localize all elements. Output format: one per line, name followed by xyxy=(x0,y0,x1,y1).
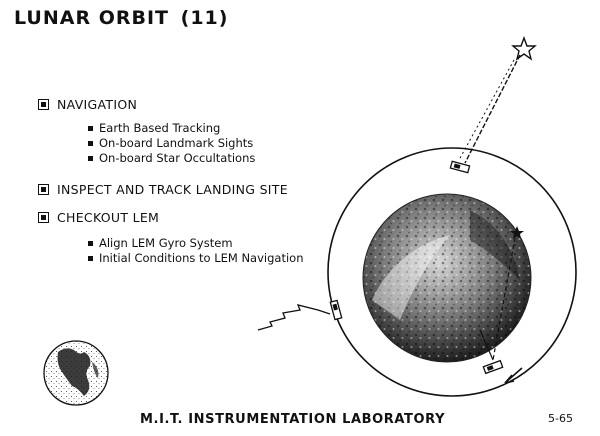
list-item: On-board Star Occultations xyxy=(88,151,255,165)
title-number: (11) xyxy=(180,7,229,29)
sight-line xyxy=(479,329,494,361)
moon xyxy=(362,193,532,363)
orbit-ring xyxy=(327,147,577,397)
section-label: CHECKOUT LEM xyxy=(57,210,160,225)
section-label: INSPECT AND TRACK LANDING SITE xyxy=(57,182,288,197)
checkbox-bullet-icon xyxy=(38,212,49,223)
spacecraft-icon xyxy=(449,160,471,174)
section-label: NAVIGATION xyxy=(57,97,138,112)
list-item-text: Align LEM Gyro System xyxy=(99,236,233,250)
sight-line xyxy=(458,59,515,161)
page-number: 5-65 xyxy=(548,412,573,425)
list-item-text: Initial Conditions to LEM Navigation xyxy=(99,251,304,265)
list-item: On-board Landmark Sights xyxy=(88,136,253,150)
list-item: Earth Based Tracking xyxy=(88,121,220,135)
star-icon xyxy=(511,36,537,61)
list-item-text: On-board Star Occultations xyxy=(99,151,256,165)
page-title: LUNAR ORBIT (11) xyxy=(14,7,228,29)
earth xyxy=(43,340,109,406)
spacecraft-icon xyxy=(329,299,343,321)
section-navigation: NAVIGATION xyxy=(38,97,137,112)
radio-signal xyxy=(257,304,331,331)
section-inspect-landing-site: INSPECT AND TRACK LANDING SITE xyxy=(38,182,288,197)
list-item: Align LEM Gyro System xyxy=(88,236,233,250)
checkbox-bullet-icon xyxy=(38,99,49,110)
bullet-icon xyxy=(88,255,93,261)
list-item-text: Earth Based Tracking xyxy=(99,121,221,135)
lab-credit: M.I.T. INSTRUMENTATION LABORATORY xyxy=(140,412,446,427)
checkbox-bullet-icon xyxy=(38,184,49,195)
title-main: LUNAR ORBIT xyxy=(14,7,170,29)
spacecraft-icon xyxy=(482,359,504,375)
section-checkout-lem: CHECKOUT LEM xyxy=(38,210,159,225)
bullet-icon xyxy=(88,155,93,161)
list-item-text: On-board Landmark Sights xyxy=(99,136,254,150)
list-item: Initial Conditions to LEM Navigation xyxy=(88,251,303,265)
sight-line xyxy=(464,54,521,164)
bullet-icon xyxy=(88,125,93,131)
star-icon xyxy=(510,226,524,239)
bullet-icon xyxy=(88,140,93,146)
bullet-icon xyxy=(88,240,93,246)
